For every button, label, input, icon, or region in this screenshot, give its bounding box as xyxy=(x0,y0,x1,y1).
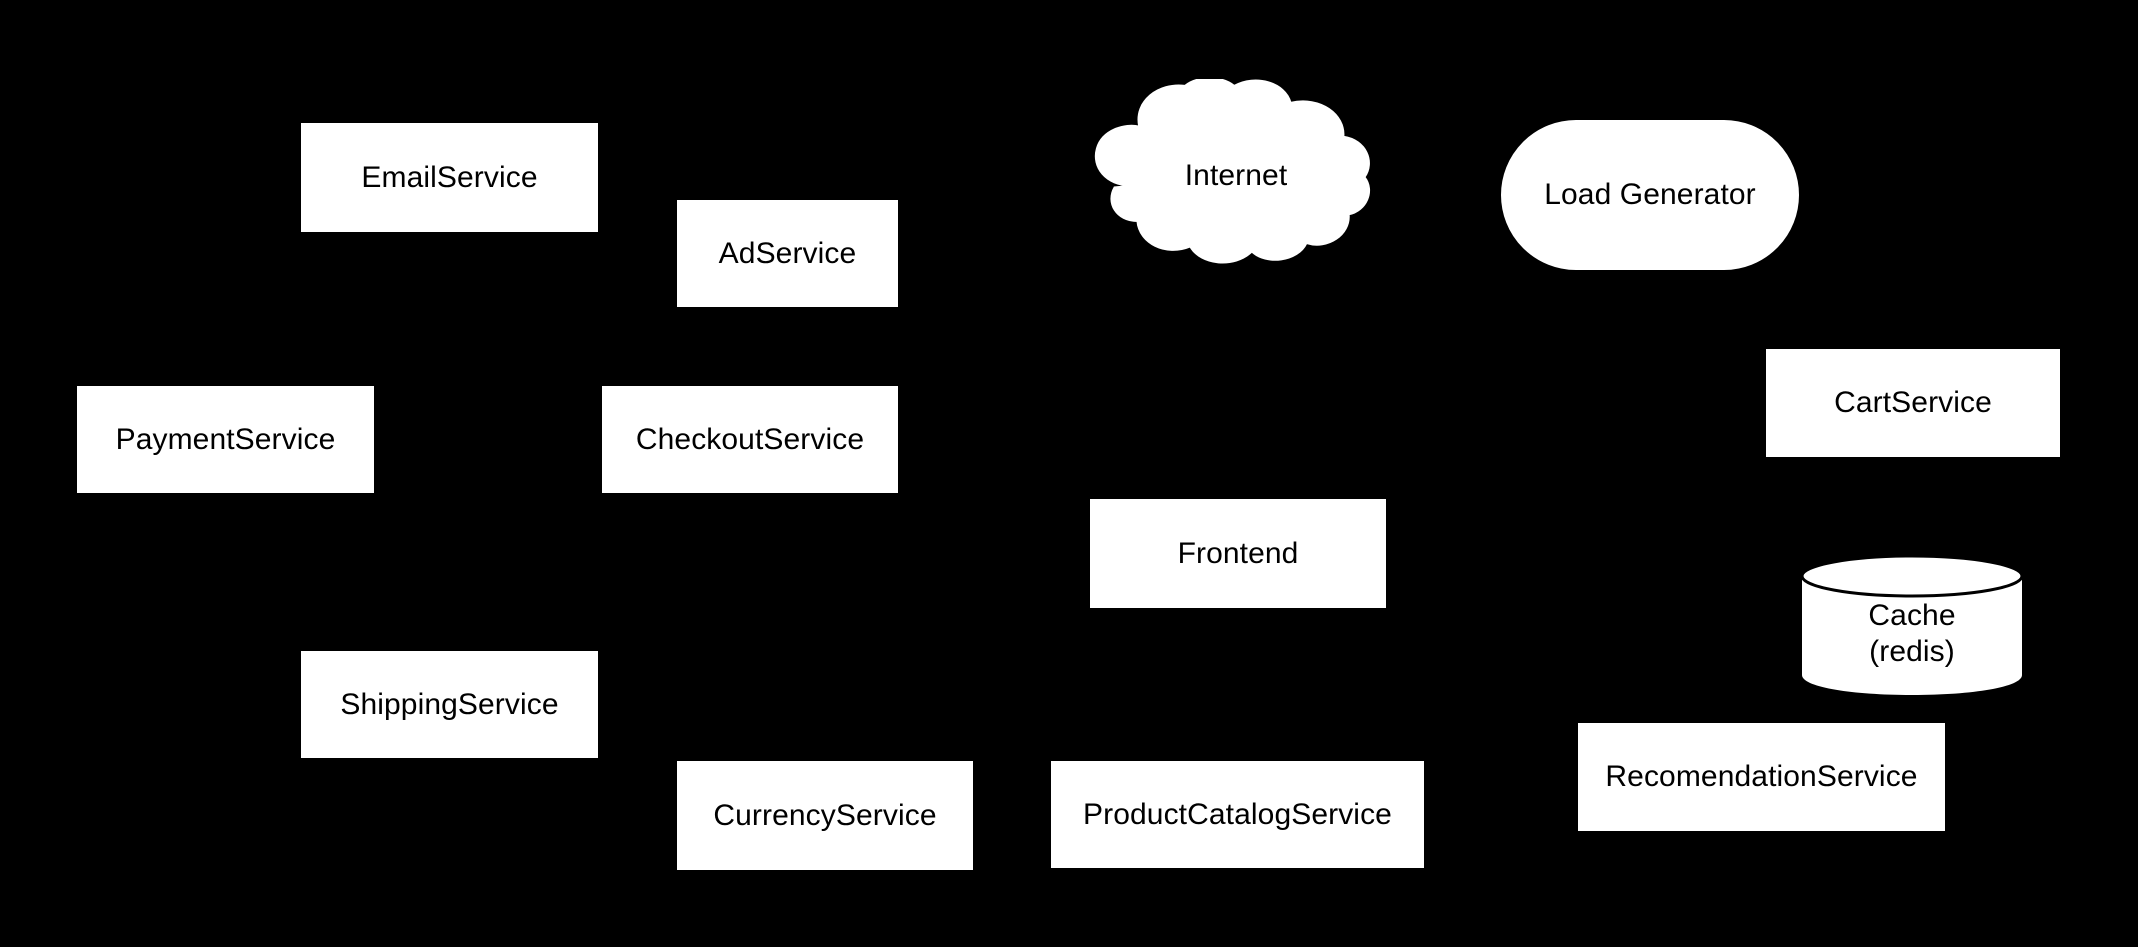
node-product-catalog-service[interactable]: ProductCatalogService xyxy=(1050,760,1425,869)
node-label: CheckoutService xyxy=(635,422,865,456)
node-label: RecomendationService xyxy=(1605,760,1918,794)
node-label: CurrencyService xyxy=(713,798,937,832)
node-cart-service[interactable]: CartService xyxy=(1765,348,2061,458)
node-load-generator[interactable]: Load Generator xyxy=(1500,119,1800,271)
node-checkout-service[interactable]: CheckoutService xyxy=(601,385,899,494)
node-cache-redis[interactable]: Cache (redis) xyxy=(1801,554,2023,697)
node-label: ShippingService xyxy=(340,687,559,721)
node-shipping-service[interactable]: ShippingService xyxy=(300,650,599,759)
node-label: EmailService xyxy=(361,160,538,194)
database-cylinder-icon xyxy=(1801,554,2023,695)
node-frontend[interactable]: Frontend xyxy=(1089,498,1387,609)
node-recomendation-service[interactable]: RecomendationService xyxy=(1577,722,1946,832)
node-label: Load Generator xyxy=(1544,178,1756,212)
node-label: PaymentService xyxy=(115,422,336,456)
node-email-service[interactable]: EmailService xyxy=(300,122,599,233)
node-currency-service[interactable]: CurrencyService xyxy=(676,760,974,871)
node-label: AdService xyxy=(718,236,857,270)
node-internet[interactable]: Internet xyxy=(1088,79,1384,272)
node-payment-service[interactable]: PaymentService xyxy=(76,385,375,494)
node-label: CartService xyxy=(1834,386,1992,420)
node-label: Frontend xyxy=(1177,536,1299,570)
node-label: ProductCatalogService xyxy=(1083,797,1392,831)
node-ad-service[interactable]: AdService xyxy=(676,199,899,308)
cloud-shape-icon xyxy=(1094,79,1370,264)
